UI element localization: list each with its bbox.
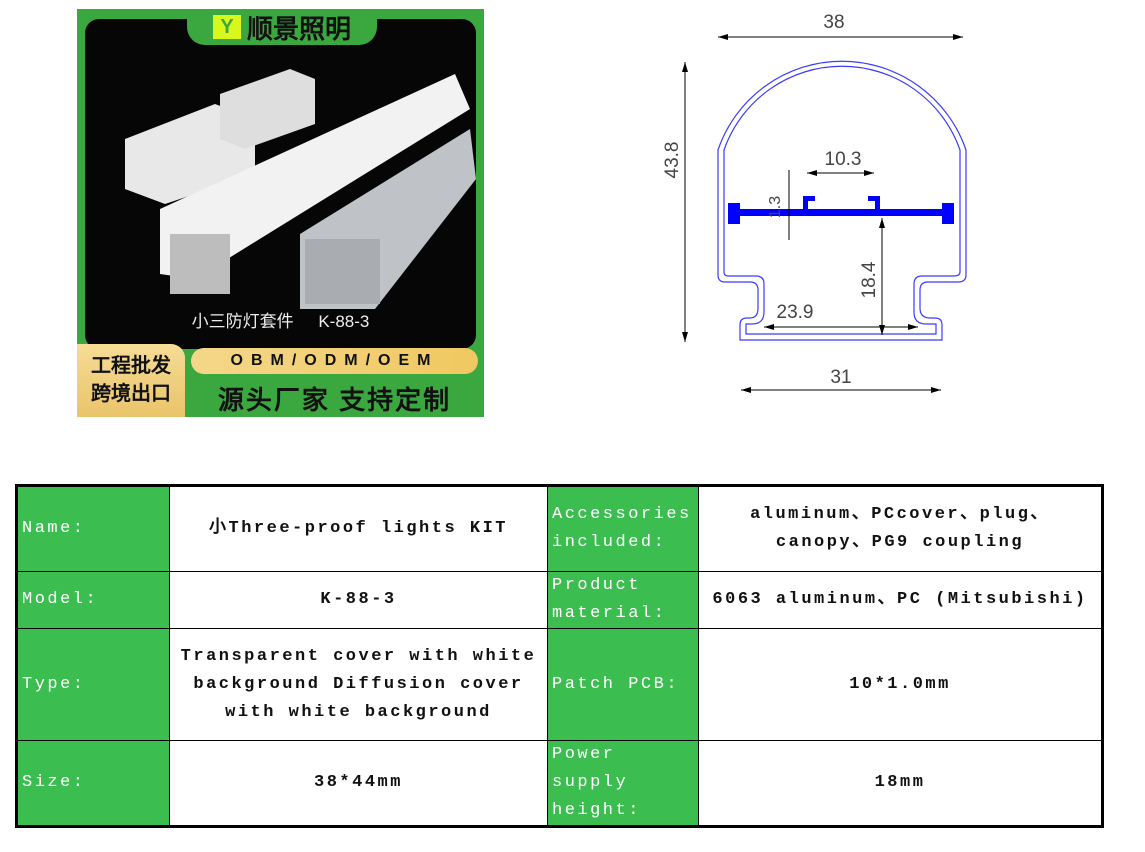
value-model: K-88-3 (169, 571, 548, 629)
label-pcb: Patch PCB: (547, 628, 699, 741)
spec-table: Name: 小Three-proof lights KIT Accessorie… (15, 484, 1104, 828)
dim-bottom: 31 (830, 367, 851, 388)
dim-height: 43.8 (662, 142, 683, 179)
badge-line: 跨境出口 (91, 383, 171, 405)
value-power-height: 18mm (698, 740, 1103, 827)
dim-width: 38 (823, 12, 844, 33)
dim-inner: 23.9 (777, 302, 814, 323)
dim-slot: 10.3 (825, 149, 862, 170)
profile-outline (717, 60, 967, 341)
dim-pcb-height: 18.4 (859, 261, 880, 298)
table-row: Type: Transparent cover with white backg… (16, 628, 1103, 741)
product-photo: Y 顺景照明 小三防灯套件 K-88-3 工程批发 跨境出口 OBM/ODM/O… (77, 9, 484, 417)
product-illustration (125, 69, 476, 309)
badge-line: 工程批发 (91, 355, 171, 377)
brand-logo: Y (212, 15, 241, 39)
service-banner: OBM/ODM/OEM (191, 348, 478, 374)
profile-drawing: 38 43.8 10.3 1.3 18.4 23.9 31 (662, 12, 967, 393)
brand-header: Y 顺景照明 (187, 9, 377, 45)
value-size: 38*44mm (169, 740, 548, 827)
table-row: Name: 小Three-proof lights KIT Accessorie… (16, 485, 1103, 572)
label-name: Name: (16, 485, 170, 572)
dim-thickness: 1.3 (767, 196, 784, 218)
brand-name: 顺景照明 (246, 13, 351, 44)
label-accessories: Accessories included: (547, 485, 699, 572)
label-type: Type: (16, 628, 170, 741)
table-row: Model: K-88-3 Product material: 6063 alu… (16, 571, 1103, 629)
label-size: Size: (16, 740, 170, 827)
label-material: Product material: (547, 571, 699, 629)
value-type: Transparent cover with white background … (169, 628, 548, 741)
table-row: Size: 38*44mm Power supply height: 18mm (16, 740, 1103, 827)
value-pcb: 10*1.0mm (698, 628, 1103, 741)
pcb-strip (728, 196, 954, 224)
label-power-height: Power supply height: (547, 740, 699, 827)
photo-background (85, 19, 476, 349)
value-name: 小Three-proof lights KIT (169, 485, 548, 572)
label-model: Model: (16, 571, 170, 629)
product-caption: 小三防灯套件 K-88-3 (191, 312, 370, 331)
wholesale-badge: 工程批发 跨境出口 (77, 344, 185, 417)
value-material: 6063 aluminum、PC (Mitsubishi) (698, 571, 1103, 629)
slogan: 源头厂家 支持定制 (217, 385, 452, 415)
value-accessories: aluminum、PCcover、plug、canopy、PG9 couplin… (698, 485, 1103, 572)
